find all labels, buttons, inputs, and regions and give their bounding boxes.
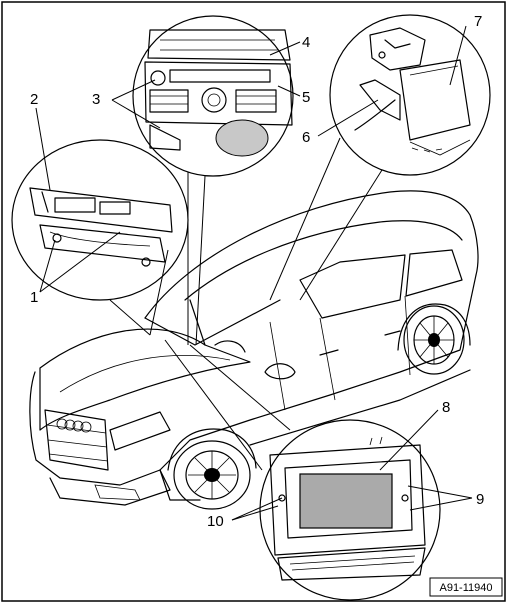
callout-5: 5 [302,89,310,106]
callout-7: 7 [474,13,482,30]
callout-labels: 2 1 3 4 5 6 7 8 9 10 [30,13,484,530]
figure-id: A91-11940 [439,582,492,594]
callout-10: 10 [207,513,224,530]
detail-control-unit [329,14,491,176]
detail-display [259,419,441,601]
callout-4: 4 [302,34,310,51]
leader-lines [35,25,473,521]
callout-1: 1 [30,289,38,306]
callout-8: 8 [442,399,450,416]
callout-6: 6 [302,129,310,146]
figure-id-box: A91-11940 [429,577,503,597]
detail-console [132,15,294,177]
display-screen [299,473,393,529]
car-illustration [29,190,479,510]
callout-3: 3 [92,91,100,108]
callout-9: 9 [476,491,484,508]
callout-2: 2 [30,91,38,108]
